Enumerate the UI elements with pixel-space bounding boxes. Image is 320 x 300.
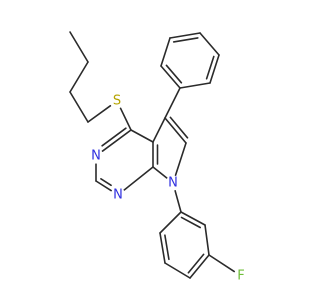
bond-C4-N3 (101, 129, 132, 152)
atom-label-nitrogen-7: N (168, 176, 178, 191)
bond-Fc-Fd (189, 254, 210, 279)
bond-Fc-Fd-double (187, 253, 205, 274)
bond-Pf-Pa-double (165, 64, 183, 84)
atom-fluorine: F (233, 268, 249, 284)
bond-b4-S (87, 104, 112, 123)
bond-Fe-Ff (159, 232, 166, 264)
bond-C2-N1 (95, 180, 113, 192)
bond-Fe-Ff-double (164, 234, 170, 261)
bond-C5-C6 (164, 117, 187, 144)
bond-Pa-Pb (179, 82, 211, 89)
bond-Fc-F (208, 254, 236, 273)
bond-C2-N1-double (100, 178, 112, 187)
bond-layer (69, 31, 236, 279)
bond-Pc-Pd (199, 32, 220, 56)
bond-Pd-Pe (169, 32, 201, 39)
bond-S-C4 (119, 107, 132, 131)
bond-N1-C7a (123, 166, 154, 191)
bond-Ff-Fa (159, 211, 182, 234)
atom-nitrogen-1: N (110, 187, 126, 203)
bond-C4-N3-double (101, 127, 127, 147)
atom-label-nitrogen-3: N (91, 149, 101, 164)
bond-Pd-Pe-double (172, 37, 199, 43)
atom-label-fluorine: F (237, 269, 244, 284)
bond-Fa-Fb (180, 211, 206, 226)
molecule-structure-diagram: S N N N F (69, 31, 249, 284)
bond-Pe-Pf (160, 37, 171, 67)
bond-C5-C6-double (169, 116, 189, 139)
bond-Pb-Pc (209, 54, 220, 84)
bond-Fa-Fb-double (180, 216, 201, 229)
bond-C5-Pa (164, 87, 181, 119)
atom-sulfur: S (109, 93, 125, 109)
atom-label-layer: S N N N F (88, 93, 249, 284)
bond-N7-Fa (174, 189, 182, 213)
bond-Pb-Pc-double (205, 55, 215, 80)
bond-b2-b3 (69, 61, 89, 93)
bond-Fb-Fc (204, 224, 210, 256)
bond-Pf-Pa (160, 65, 181, 89)
bond-Fd-Fe (164, 262, 191, 279)
atom-label-nitrogen-1: N (113, 188, 123, 203)
atom-nitrogen-7: N (165, 175, 181, 191)
atom-label-sulfur: S (113, 94, 121, 109)
bond-C4a-C4 (130, 129, 154, 143)
bond-C6-N7 (174, 142, 187, 177)
bond-C4a-C5 (152, 117, 166, 143)
bond-b3-b4 (69, 91, 89, 123)
atom-nitrogen-3: N (88, 148, 104, 164)
bond-N7-C7a (152, 166, 168, 179)
bond-b1-b2 (69, 31, 89, 63)
